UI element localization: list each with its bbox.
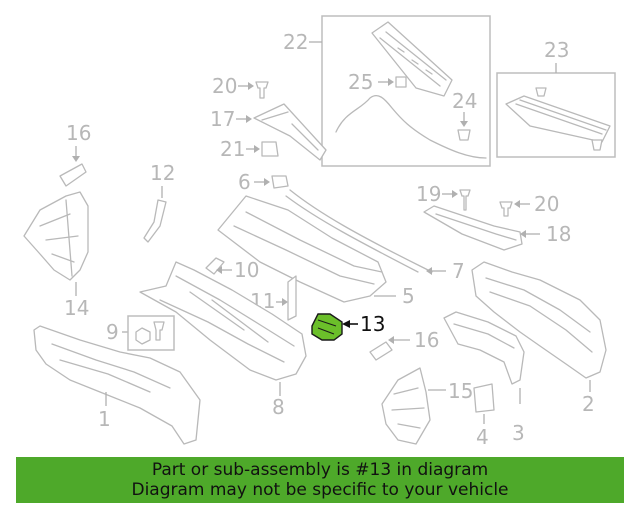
reinforcement-12	[143, 199, 167, 243]
callout-4: 4	[476, 425, 489, 449]
cowl-top-panel-23	[505, 87, 611, 151]
callout-16a: 16	[66, 121, 91, 145]
bolt-19	[459, 189, 471, 211]
bolt-20b	[499, 201, 513, 217]
bracket-16a	[59, 163, 87, 187]
banner-line-1: Part or sub-assembly is #13 in diagram	[151, 460, 489, 480]
dash-panel-8	[139, 261, 307, 381]
cowl-panel-5	[217, 189, 433, 303]
side-panel-2	[471, 261, 607, 379]
bracket-16b	[369, 341, 393, 361]
bracket-3	[443, 311, 525, 385]
callout-14: 14	[64, 296, 89, 320]
callout-20b: 20	[534, 192, 559, 216]
callout-21: 21	[220, 137, 245, 161]
callout-22: 22	[283, 30, 308, 54]
callout-13: 13	[360, 312, 385, 336]
callout-17: 17	[210, 107, 235, 131]
callout-25: 25	[348, 70, 373, 94]
clip-25	[395, 76, 407, 88]
bracket-15	[381, 367, 431, 445]
callout-24: 24	[452, 89, 477, 113]
banner-line-2: Diagram may not be specific to your vehi…	[131, 480, 509, 500]
callout-9: 9	[106, 320, 119, 344]
callout-6: 6	[238, 170, 251, 194]
callout-23: 23	[544, 38, 569, 62]
bolt-20a	[255, 81, 269, 99]
callout-10: 10	[234, 258, 259, 282]
callout-16b: 16	[414, 328, 439, 352]
seal-18	[423, 205, 523, 251]
callout-15: 15	[448, 379, 473, 403]
cap-21	[261, 141, 279, 157]
callout-18: 18	[546, 222, 571, 246]
group-box-9	[127, 315, 175, 351]
lower-panel-1	[33, 325, 201, 445]
callout-7: 7	[452, 259, 465, 283]
seal-17	[253, 103, 327, 161]
pad-4	[473, 383, 495, 413]
callout-20a: 20	[212, 74, 237, 98]
parts-diagram: 22 25 24 23 20 17 21 16	[23, 15, 616, 449]
nut-9	[135, 327, 151, 345]
bracket-10	[205, 257, 225, 275]
grommet-24	[457, 112, 471, 141]
part-13-highlighted	[311, 313, 343, 341]
callout-5: 5	[402, 284, 415, 308]
callout-3: 3	[512, 421, 525, 445]
callout-19: 19	[416, 182, 441, 206]
info-banner: Part or sub-assembly is #13 in diagram D…	[16, 457, 624, 503]
stud-9	[153, 321, 165, 341]
callout-8: 8	[272, 395, 285, 419]
cowl-top-panel-22	[371, 21, 453, 97]
clip-6	[271, 175, 289, 189]
callout-2: 2	[582, 392, 595, 416]
callout-1: 1	[98, 407, 111, 431]
side-panel-14	[23, 191, 89, 281]
washer-hose	[335, 94, 487, 159]
group-box-22	[321, 15, 491, 167]
callout-12: 12	[150, 161, 175, 185]
bracket-11	[287, 275, 297, 321]
